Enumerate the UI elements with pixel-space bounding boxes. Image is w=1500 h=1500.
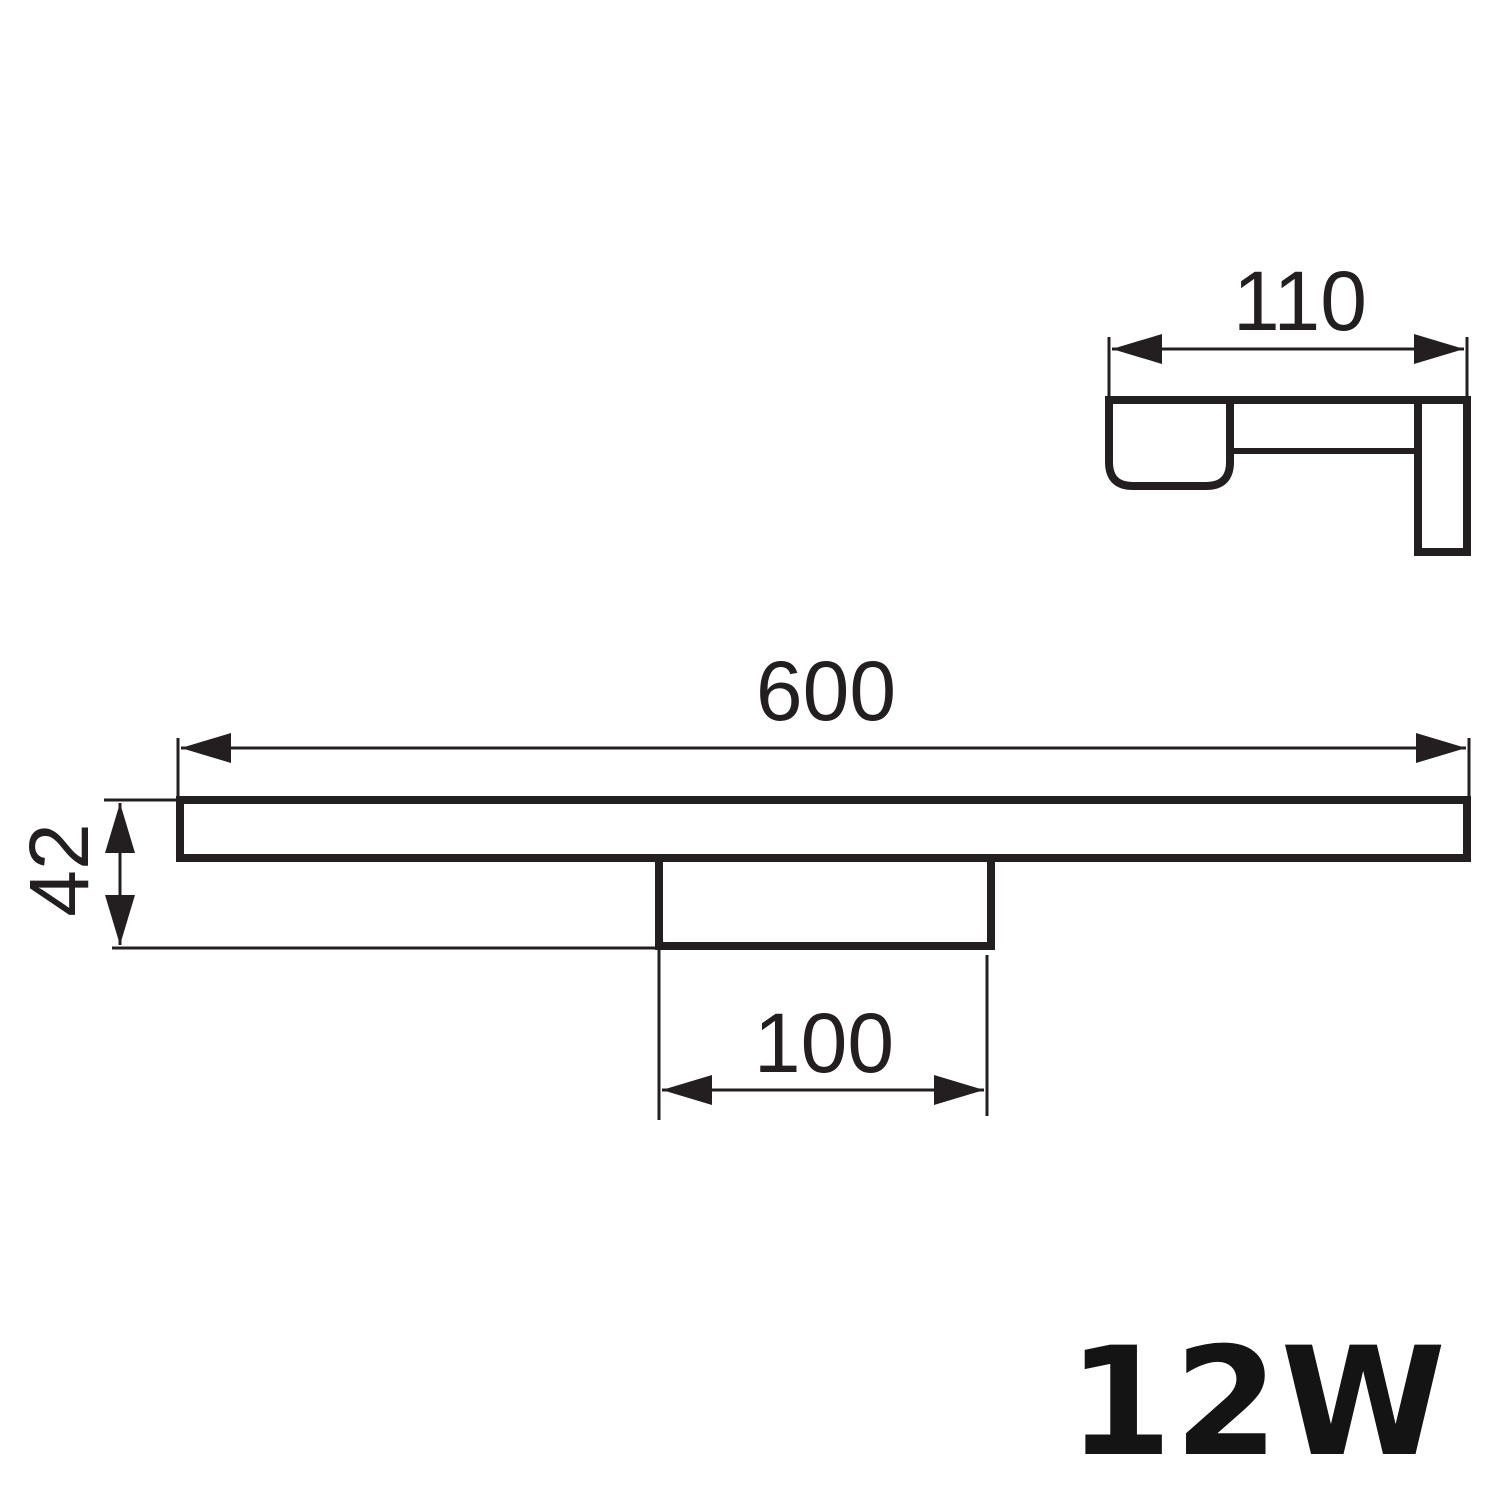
lamp-bar [176, 796, 1471, 862]
height-label: 42 [12, 823, 106, 916]
side-view: 110 [1105, 254, 1471, 556]
wall-plate-profile [1414, 396, 1471, 556]
mount-box [655, 858, 995, 950]
lamp-head-profile [1105, 396, 1234, 490]
length-label: 600 [756, 644, 896, 738]
mount-width-label: 100 [754, 996, 894, 1090]
side-width-label: 110 [1233, 254, 1367, 348]
front-view: 600 42 100 [12, 644, 1471, 1120]
power-rating-label: 12W [1067, 1316, 1448, 1490]
